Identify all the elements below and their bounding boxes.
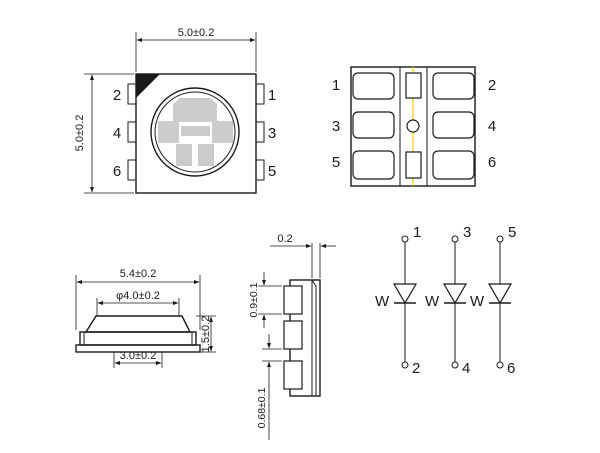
diode-anode-label: 3 bbox=[463, 224, 471, 241]
diode-anode-label: 1 bbox=[413, 224, 421, 241]
diode-anode-terminal bbox=[496, 235, 504, 243]
diode-anode-label: 5 bbox=[508, 224, 516, 241]
bottom-pad-1 bbox=[352, 72, 395, 100]
diode-cathode-terminal bbox=[401, 361, 409, 369]
bottom-center-pad-bottom bbox=[405, 151, 422, 179]
diode-cathode-label: 2 bbox=[412, 360, 420, 377]
bottom-pad-2 bbox=[432, 72, 475, 100]
side-height-dim-label: 1.5±0.2 bbox=[200, 316, 212, 353]
side-view: 5.4±0.2 φ4.0±0.2 1.5±0.2 3.0±0.2 bbox=[75, 268, 216, 368]
bottom-pad-5 bbox=[352, 150, 395, 180]
bottom-pin-label-left-2: 3 bbox=[332, 118, 340, 135]
top-pin-label-right-2: 3 bbox=[268, 125, 276, 142]
circuit-schematic: 1 2 W 3 4 W 5 6 W bbox=[375, 224, 516, 377]
die-left bbox=[158, 121, 179, 143]
top-pad-left-3 bbox=[127, 159, 137, 181]
side-lens-profile bbox=[84, 315, 192, 333]
side-body-upper bbox=[79, 331, 197, 346]
die-center bbox=[181, 126, 210, 136]
top-width-dim-label: 5.0±0.2 bbox=[178, 27, 215, 39]
top-pin-label-left-1: 2 bbox=[113, 87, 121, 104]
diode-cathode-terminal bbox=[451, 361, 459, 369]
thickness-dim-label: 0.2 bbox=[277, 233, 292, 245]
top-pad-right-1 bbox=[255, 83, 265, 105]
diode-triangle bbox=[487, 283, 513, 305]
pad-width-dim-label: 0.9±0.1 bbox=[248, 282, 260, 317]
top-pad-left-1 bbox=[127, 83, 137, 105]
die-right bbox=[212, 121, 233, 143]
side-width-dim-label: 5.4±0.2 bbox=[120, 268, 157, 280]
end-lens-edge bbox=[311, 279, 317, 396]
top-pad-left-2 bbox=[127, 121, 137, 143]
bottom-pad-6 bbox=[432, 150, 475, 180]
diode-triangle bbox=[392, 283, 418, 305]
top-pin-label-right-1: 1 bbox=[268, 87, 276, 104]
top-pad-right-3 bbox=[255, 159, 265, 181]
end-pad-3 bbox=[283, 360, 303, 390]
diode-type-label: W bbox=[375, 293, 390, 310]
die-bottom-right bbox=[198, 144, 214, 166]
top-height-dim-label: 5.0±0.2 bbox=[74, 115, 86, 152]
top-pad-right-2 bbox=[255, 121, 265, 143]
lens-outer bbox=[150, 87, 240, 177]
bottom-pin-label-right-2: 4 bbox=[488, 118, 496, 135]
diode-type-label: W bbox=[470, 293, 485, 310]
die-bottom-left bbox=[176, 144, 192, 166]
bottom-pin-label-left-1: 1 bbox=[332, 77, 340, 94]
lens-dim-label: φ4.0±0.2 bbox=[116, 290, 160, 302]
bottom-pad-4 bbox=[432, 111, 475, 139]
bottom-pin-label-right-1: 2 bbox=[488, 77, 496, 94]
top-pin-label-left-3: 6 bbox=[113, 163, 121, 180]
diode-type-label: W bbox=[425, 293, 440, 310]
chamfer-highlight bbox=[141, 79, 158, 96]
bottom-center-dot bbox=[406, 119, 420, 133]
top-pin-label-right-3: 5 bbox=[268, 163, 276, 180]
bottom-pad-3 bbox=[352, 111, 395, 139]
diode-anode-terminal bbox=[401, 235, 409, 243]
bottom-view: 1 3 5 2 4 6 bbox=[332, 66, 496, 187]
top-view: 5.0±0.2 5.0±0.2 2 4 6 1 3 5 bbox=[74, 27, 276, 194]
diode-cathode-terminal bbox=[496, 361, 504, 369]
diode-cathode-label: 4 bbox=[462, 360, 470, 377]
diode-anode-terminal bbox=[451, 235, 459, 243]
side-body-lower bbox=[75, 344, 201, 353]
top-pin-label-left-2: 4 bbox=[113, 125, 121, 142]
lens-inner bbox=[154, 91, 236, 173]
end-pad-1 bbox=[283, 285, 303, 315]
diode-cathode-label: 6 bbox=[507, 360, 515, 377]
pin1-chamfer-mark bbox=[136, 74, 160, 98]
diode-triangle bbox=[442, 283, 468, 305]
end-view: 0.2 0.9±0.1 0.68±0.1 bbox=[248, 233, 336, 440]
bottom-center-pad-top bbox=[405, 72, 422, 99]
bottom-pin-label-right-3: 6 bbox=[488, 154, 496, 171]
end-pad-2 bbox=[283, 320, 303, 350]
pad-dim-label: 3.0±0.2 bbox=[120, 350, 157, 362]
die-top bbox=[173, 98, 217, 122]
gap-dim-label: 0.68±0.1 bbox=[256, 387, 268, 428]
bottom-pin-label-left-3: 5 bbox=[332, 154, 340, 171]
